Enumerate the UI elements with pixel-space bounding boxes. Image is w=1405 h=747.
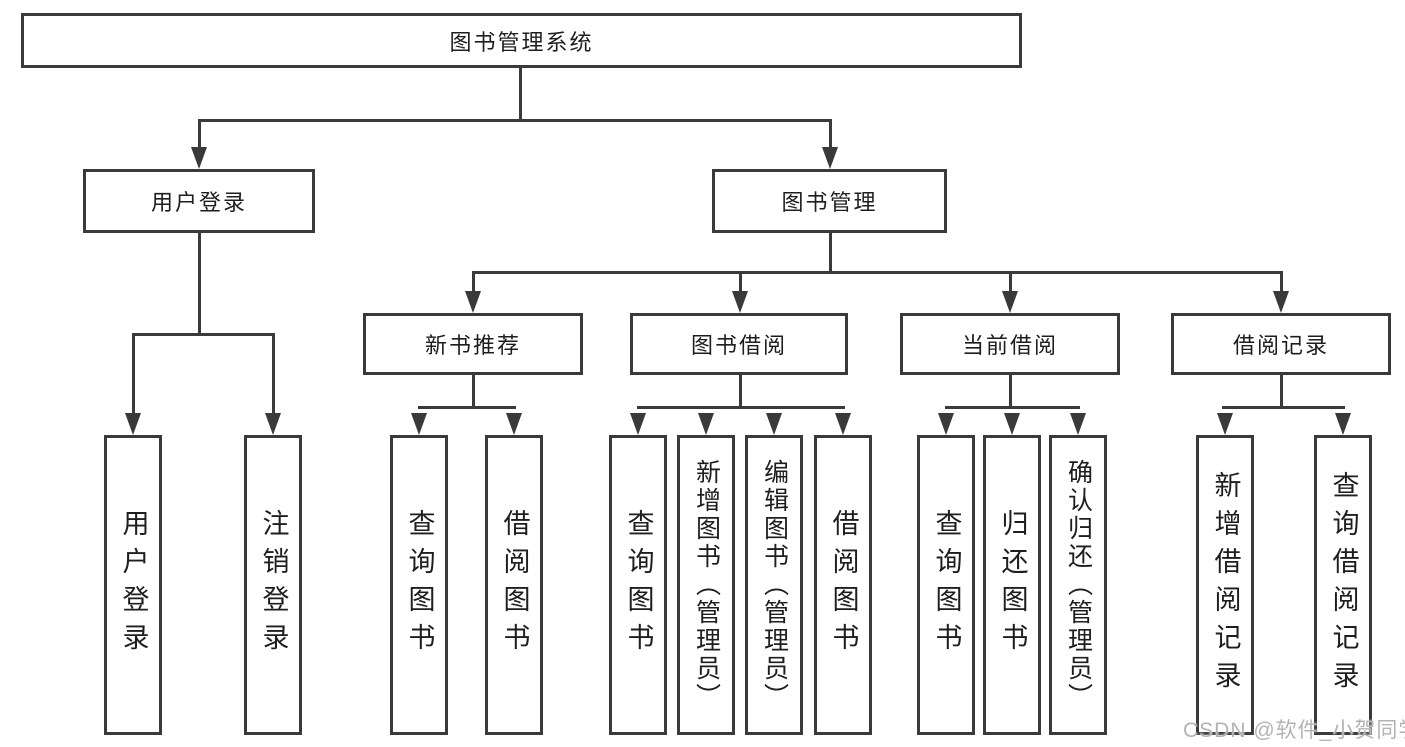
connector-line (198, 233, 201, 336)
leaf-logout: 注销登录 (244, 435, 302, 735)
arrow-down-icon (698, 413, 714, 435)
arrow-down-icon (191, 147, 207, 169)
arrow-down-icon (465, 291, 481, 313)
arrow-down-icon (1217, 413, 1233, 435)
arrow-down-icon (1004, 413, 1020, 435)
arrow-down-icon (732, 291, 748, 313)
leaf-bb-borrow-books: 借阅图书 (814, 435, 872, 735)
leaf-label: 新增图书（管理员） (692, 459, 721, 711)
connector-line (1280, 375, 1283, 409)
leaf-bb-query-books: 查询图书 (609, 435, 667, 735)
node-label: 用户登录 (150, 190, 247, 215)
connector-line (132, 333, 135, 415)
node-label: 新书推荐 (424, 333, 521, 358)
arrow-down-icon (506, 413, 522, 435)
arrow-down-icon (766, 413, 782, 435)
node-book-borrowing: 图书借阅 (630, 313, 848, 375)
node-new-book-recommendation: 新书推荐 (363, 313, 583, 375)
node-label: 借阅记录 (1232, 333, 1329, 358)
leaf-label: 借阅图书 (828, 509, 859, 661)
leaf-br-add-borrow-record: 新增借阅记录 (1196, 435, 1254, 735)
connector-line (829, 233, 832, 274)
connector-line (132, 333, 275, 336)
leaf-label: 归还图书 (997, 509, 1028, 661)
leaf-cb-return-books: 归还图书 (983, 435, 1041, 735)
connector-line (418, 406, 516, 409)
leaf-cb-query-books: 查询图书 (917, 435, 975, 735)
arrow-down-icon (411, 413, 427, 435)
arrow-down-icon (125, 413, 141, 435)
connector-line (472, 271, 475, 293)
leaf-label: 查询借阅记录 (1328, 471, 1359, 699)
leaf-label: 确认归还（管理员） (1064, 459, 1093, 711)
node-user-login: 用户登录 (83, 169, 315, 233)
node-label: 当前借阅 (961, 333, 1058, 358)
node-current-borrowing: 当前借阅 (900, 313, 1120, 375)
connector-line (472, 375, 475, 409)
node-borrowing-records: 借阅记录 (1171, 313, 1391, 375)
arrow-down-icon (1070, 413, 1086, 435)
leaf-label: 查询图书 (931, 509, 962, 661)
connector-line (1009, 271, 1012, 293)
connector-line (472, 271, 1283, 274)
connector-line (1009, 375, 1012, 409)
csdn-watermark: CSDN @软件_小贺同学 (1183, 719, 1405, 742)
arrow-down-icon (1273, 291, 1289, 313)
arrow-down-icon (265, 413, 281, 435)
leaf-br-query-borrow-record: 查询借阅记录 (1314, 435, 1372, 735)
connector-line (519, 68, 522, 121)
connector-line (739, 375, 742, 409)
node-book-management: 图书管理 (712, 169, 947, 233)
connector-line (1280, 271, 1283, 293)
arrow-down-icon (822, 147, 838, 169)
node-label: 图书管理系统 (449, 29, 594, 55)
connector-line (945, 406, 1080, 409)
connector-line (829, 119, 832, 150)
leaf-label: 新增借阅记录 (1210, 471, 1241, 699)
leaf-user-login: 用户登录 (104, 435, 162, 735)
leaf-label: 查询图书 (623, 509, 654, 661)
leaf-nb-borrow-books: 借阅图书 (485, 435, 543, 735)
arrow-down-icon (1002, 291, 1018, 313)
connector-line (637, 406, 845, 409)
arrow-down-icon (630, 413, 646, 435)
leaf-bb-edit-books-admin: 编辑图书（管理员） (745, 435, 803, 735)
arrow-down-icon (1335, 413, 1351, 435)
node-label: 图书管理 (781, 190, 878, 215)
connector-line (272, 333, 275, 415)
node-label: 图书借阅 (690, 333, 787, 358)
connector-line (198, 119, 201, 150)
connector-line (198, 119, 832, 122)
leaf-cb-confirm-return-admin: 确认归还（管理员） (1049, 435, 1107, 735)
arrow-down-icon (835, 413, 851, 435)
leaf-nb-query-books: 查询图书 (390, 435, 448, 735)
leaf-label: 查询图书 (404, 509, 435, 661)
leaf-label: 用户登录 (118, 509, 149, 661)
leaf-label: 注销登录 (258, 509, 289, 661)
leaf-label: 编辑图书（管理员） (760, 459, 789, 711)
node-library-management-system: 图书管理系统 (21, 13, 1022, 68)
connector-line (739, 271, 742, 293)
connector-line (1222, 406, 1345, 409)
leaf-label: 借阅图书 (499, 509, 530, 661)
leaf-bb-add-books-admin: 新增图书（管理员） (677, 435, 735, 735)
arrow-down-icon (938, 413, 954, 435)
